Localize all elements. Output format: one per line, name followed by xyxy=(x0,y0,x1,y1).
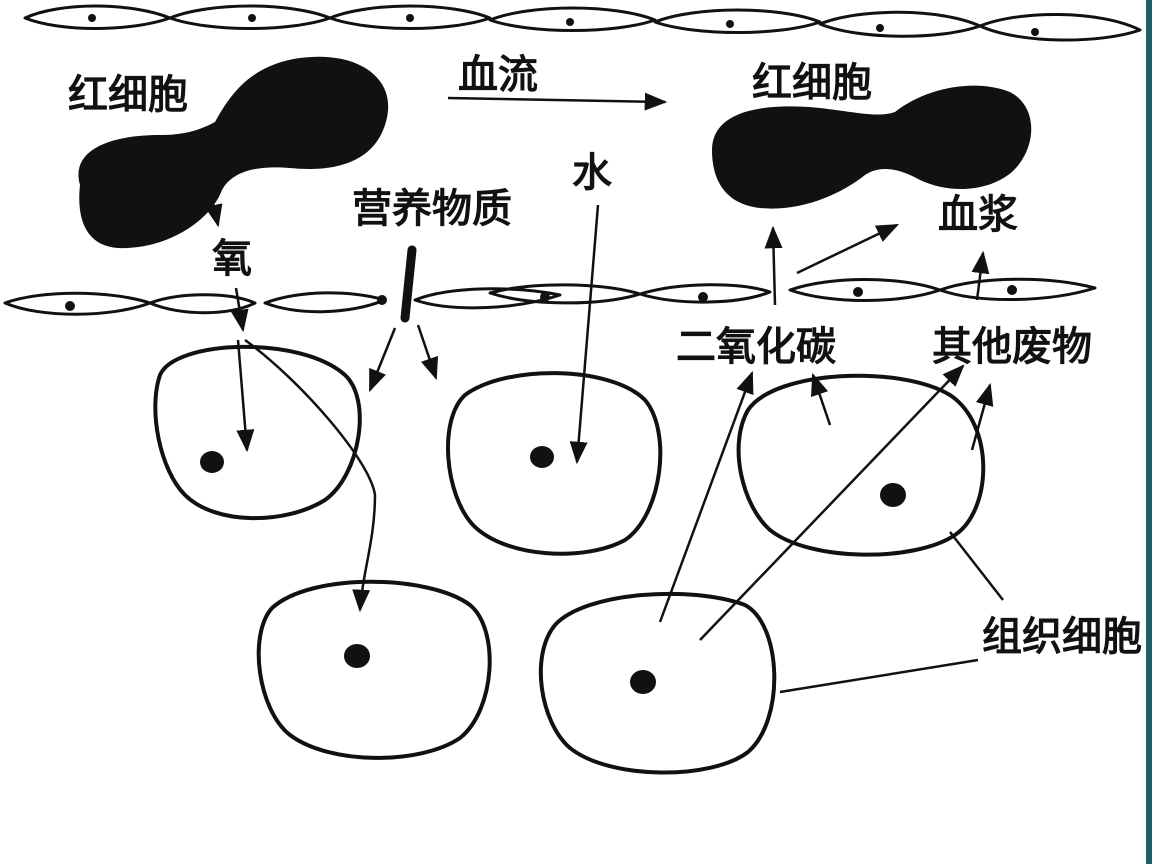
red-blood-cell-left xyxy=(78,56,389,249)
oxygen-to-cell1-arrow xyxy=(236,339,255,453)
tissue-cell-4 xyxy=(256,579,492,760)
rbc-left-label: 红细胞 xyxy=(68,72,188,118)
oxygen-release-arrow xyxy=(204,197,223,228)
nutrients-arrow-right xyxy=(416,324,439,381)
co2-from-cell5-arrow xyxy=(658,370,754,623)
blood-flow-arrow xyxy=(447,92,668,111)
oxygen-to-cell4-arrow xyxy=(244,338,377,613)
other-waste-label: 其他废物 xyxy=(932,324,1092,370)
tissue-cell-1 xyxy=(153,344,362,521)
co2-label: 二氧化碳 xyxy=(676,324,837,370)
tissue-cell-2 xyxy=(446,371,663,556)
nutrients-arrow-left xyxy=(368,327,397,393)
blood-flow-label: 血流 xyxy=(458,52,538,98)
plasma-label: 血浆 xyxy=(938,192,1018,238)
tissue-cell-5 xyxy=(538,591,777,775)
water-arrow xyxy=(569,204,600,465)
water-label: 水 xyxy=(572,150,613,196)
waste-from-cell3-arrow xyxy=(970,382,994,451)
rbc-right-label: 红细胞 xyxy=(752,60,872,106)
oxygen-label: 氧 xyxy=(212,236,252,282)
tissue-cell-3 xyxy=(736,373,986,557)
capillary-wall-top xyxy=(23,4,1142,42)
arrows xyxy=(204,92,1004,694)
oxygen-through-wall-arrow xyxy=(230,287,249,333)
tissue-cell-label: 组织细胞 xyxy=(982,614,1142,660)
red-blood-cell-right xyxy=(712,85,1032,209)
waste-to-plasma-arrow xyxy=(971,250,990,301)
co2-to-plasma-arrow xyxy=(764,225,783,306)
tissue-cell-pointer-upper xyxy=(949,531,1004,601)
capillary-wall-bottom xyxy=(3,245,1097,323)
waste-from-cell5-arrow xyxy=(699,364,965,641)
co2-from-cell3-arrow xyxy=(810,372,832,426)
nutrients-label: 营养物质 xyxy=(352,186,512,232)
tissue-cell-pointer-lower xyxy=(779,658,979,694)
edge-bar xyxy=(1146,0,1152,864)
co2-plasma-arrow xyxy=(796,223,900,275)
